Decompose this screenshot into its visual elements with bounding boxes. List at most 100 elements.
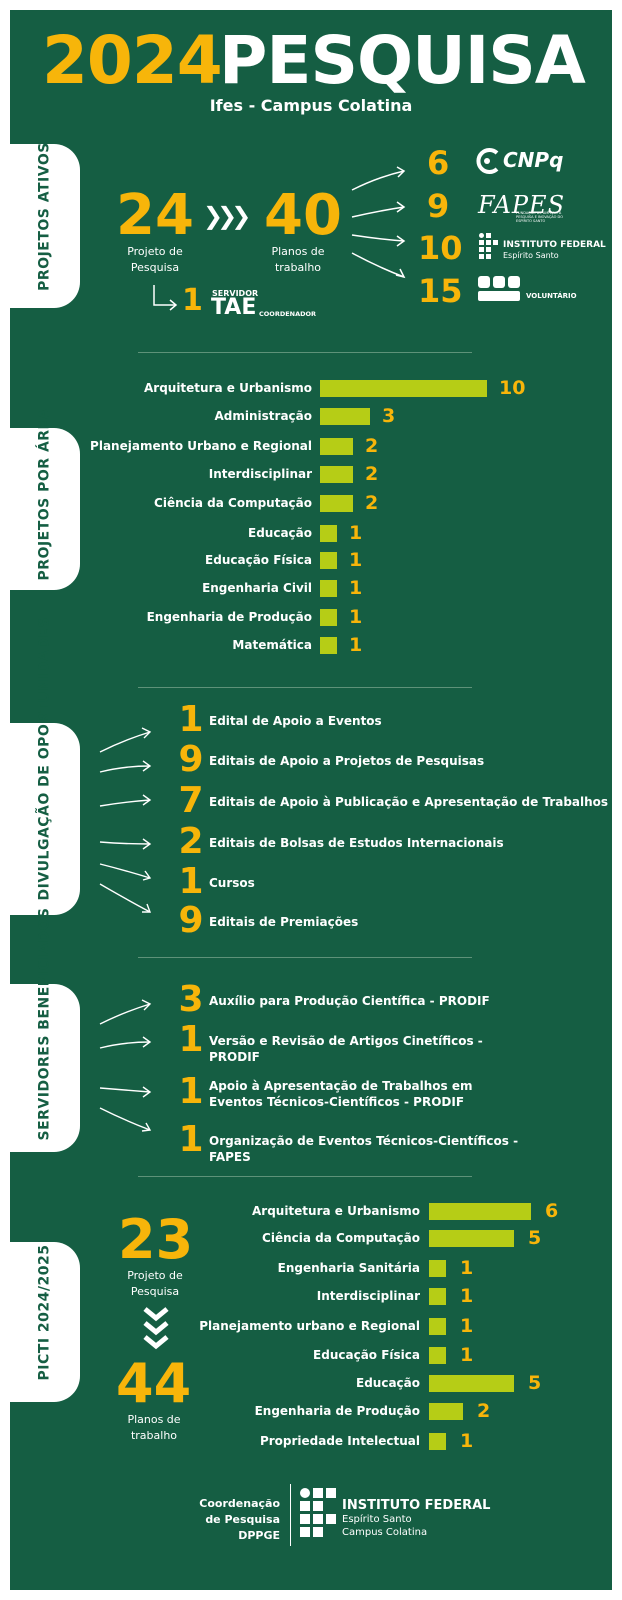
ifes-logo-grid-icon <box>300 1488 338 1544</box>
funding-ifes-value: 10 <box>418 229 463 267</box>
divider <box>138 687 472 688</box>
servidor-count: 1 <box>178 1119 204 1160</box>
servidor-count: 3 <box>178 979 204 1020</box>
area-bar-value: 1 <box>349 577 363 599</box>
cnpq-text: CNPq <box>503 148 564 172</box>
header-title: PESQUISA <box>219 22 586 99</box>
fan-arrows-icon <box>99 727 152 913</box>
divulgacao-count: 1 <box>178 861 204 902</box>
area-bar-label: Arquitetura e Urbanismo <box>143 381 312 395</box>
picti-bar-label: Arquitetura e Urbanismo <box>251 1204 420 1218</box>
footer-inst-campus: Campus Colatina <box>342 1527 428 1538</box>
tab-divulgacao: DIVULGAÇÃO DE OPORTUNIDADES <box>10 616 80 915</box>
divulgacao-label: Edital de Apoio a Eventos <box>209 714 382 728</box>
area-bar <box>320 408 370 425</box>
picti-bar-label: Engenharia de Produção <box>254 1404 420 1418</box>
area-bar-label: Ciência da Computação <box>154 496 312 510</box>
voluntario-label: VOLUNTÁRIO <box>526 292 577 300</box>
fapes-logo: FAPES <box>478 191 566 219</box>
area-bar-label: Planejamento Urbano e Regional <box>90 439 312 453</box>
area-bar <box>320 609 337 626</box>
area-bar-label: Engenharia Civil <box>202 581 312 595</box>
divulgacao-count: 2 <box>178 821 204 862</box>
fapes-sublabel: FUNDAÇÃO DE AMPARO À PESQUISA E INOVAÇÃO… <box>516 211 563 223</box>
servidor-label: Apoio à Apresentação de Trabalhos em Eve… <box>209 1079 473 1109</box>
area-bar-value: 2 <box>365 435 379 457</box>
servidor-label: Organização de Eventos Técnicos-Científi… <box>209 1134 519 1164</box>
area-bar <box>320 552 337 569</box>
header-year: 2024 <box>42 22 223 99</box>
footer-coord-line2: de Pesquisa <box>205 1513 280 1526</box>
picti-bar-value: 6 <box>545 1200 559 1222</box>
picti-bar <box>429 1260 446 1277</box>
area-bar <box>320 380 487 397</box>
funding-cnpq-value: 6 <box>427 144 450 182</box>
area-bar <box>320 637 337 654</box>
divulgacao-label: Cursos <box>209 876 255 890</box>
area-bar-value: 1 <box>349 522 363 544</box>
elbow-arrow-icon <box>153 285 178 311</box>
footer-inst-state: Espírito Santo <box>342 1514 412 1525</box>
picti-bar-value: 5 <box>528 1227 542 1249</box>
cnpq-mark-icon <box>476 148 499 174</box>
divider <box>138 1176 472 1177</box>
area-bar-value: 2 <box>365 492 379 514</box>
picti-bar-label: Interdisciplinar <box>316 1289 420 1303</box>
divulgacao-label: Editais de Apoio à Publicação e Apresent… <box>209 795 609 809</box>
picti-projetos-count: 23 <box>118 1208 194 1271</box>
servidor-coordenador: COORDENADOR <box>259 310 317 318</box>
area-bar-label: Educação <box>248 526 312 540</box>
picti-bar <box>429 1403 463 1420</box>
footer-coordenacao: Coordenação de Pesquisa DPPGE <box>190 1496 280 1544</box>
area-bar-value: 3 <box>382 405 396 427</box>
divulgacao-count: 9 <box>178 739 204 780</box>
picti-bar-value: 1 <box>460 1285 474 1307</box>
picti-bar-label: Educação Física <box>313 1348 420 1362</box>
area-bar-value: 1 <box>349 606 363 628</box>
area-bar <box>320 438 353 455</box>
projetos-count: 24 <box>116 183 194 248</box>
chevrons-down-icon <box>143 1307 169 1350</box>
picti-bar <box>429 1203 531 1220</box>
area-bar-label: Interdisciplinar <box>208 467 312 481</box>
footer-coord-line1: Coordenação <box>199 1497 280 1510</box>
area-bar-label: Administração <box>214 409 313 423</box>
chevrons-right-icon: ❯❯❯ <box>203 202 251 230</box>
servidor-tae: TAE <box>211 295 257 320</box>
cnpq-logo: CNPq <box>473 146 573 176</box>
picti-bar-value: 1 <box>460 1430 474 1452</box>
tab-servidores: SERVIDORES BENEFICIADOS <box>10 907 80 1152</box>
area-bar-label: Educação Física <box>205 553 312 567</box>
servidor-count: 1 <box>178 1071 204 1112</box>
area-bar <box>320 525 337 542</box>
footer-inst-name: INSTITUTO FEDERAL <box>342 1498 491 1513</box>
tab-label: DIVULGAÇÃO DE OPORTUNIDADES <box>36 616 53 901</box>
funding-fapes-value: 9 <box>427 187 450 225</box>
picti-bar-value: 2 <box>477 1400 491 1422</box>
picti-bar-value: 1 <box>460 1315 474 1337</box>
ifes-name: INSTITUTO FEDERAL <box>503 240 606 250</box>
ifes-state: Espírito Santo <box>503 251 559 260</box>
area-bar-value: 10 <box>499 377 526 399</box>
area-bar-label: Engenharia de Produção <box>146 610 312 624</box>
infographic-panel <box>10 10 612 1590</box>
picti-bar-value: 1 <box>460 1257 474 1279</box>
area-bar <box>320 580 337 597</box>
divulgacao-count: 9 <box>178 900 204 941</box>
divider <box>138 352 472 353</box>
divulgacao-label: Editais de Bolsas de Estudos Internacion… <box>209 836 504 850</box>
picti-bar-value: 1 <box>460 1344 474 1366</box>
area-bar-value: 2 <box>365 463 379 485</box>
projetos-label: Projeto de Pesquisa <box>127 245 183 274</box>
picti-planos-count: 44 <box>116 1352 192 1415</box>
tab-label: SERVIDORES BENEFICIADOS <box>36 907 53 1141</box>
picti-bar-label: Propriedade Intelectual <box>259 1434 420 1448</box>
picti-bar-value: 5 <box>528 1372 542 1394</box>
servidor-label: Versão e Revisão de Artigos Cinetíficos … <box>209 1034 483 1064</box>
divulgacao-count: 7 <box>178 780 204 821</box>
picti-bar <box>429 1288 446 1305</box>
planos-count: 40 <box>264 183 342 248</box>
picti-bar <box>429 1433 446 1450</box>
tab-picti: PICTI 2024/2025 <box>10 1242 80 1402</box>
picti-bar-label: Educação <box>356 1376 420 1390</box>
